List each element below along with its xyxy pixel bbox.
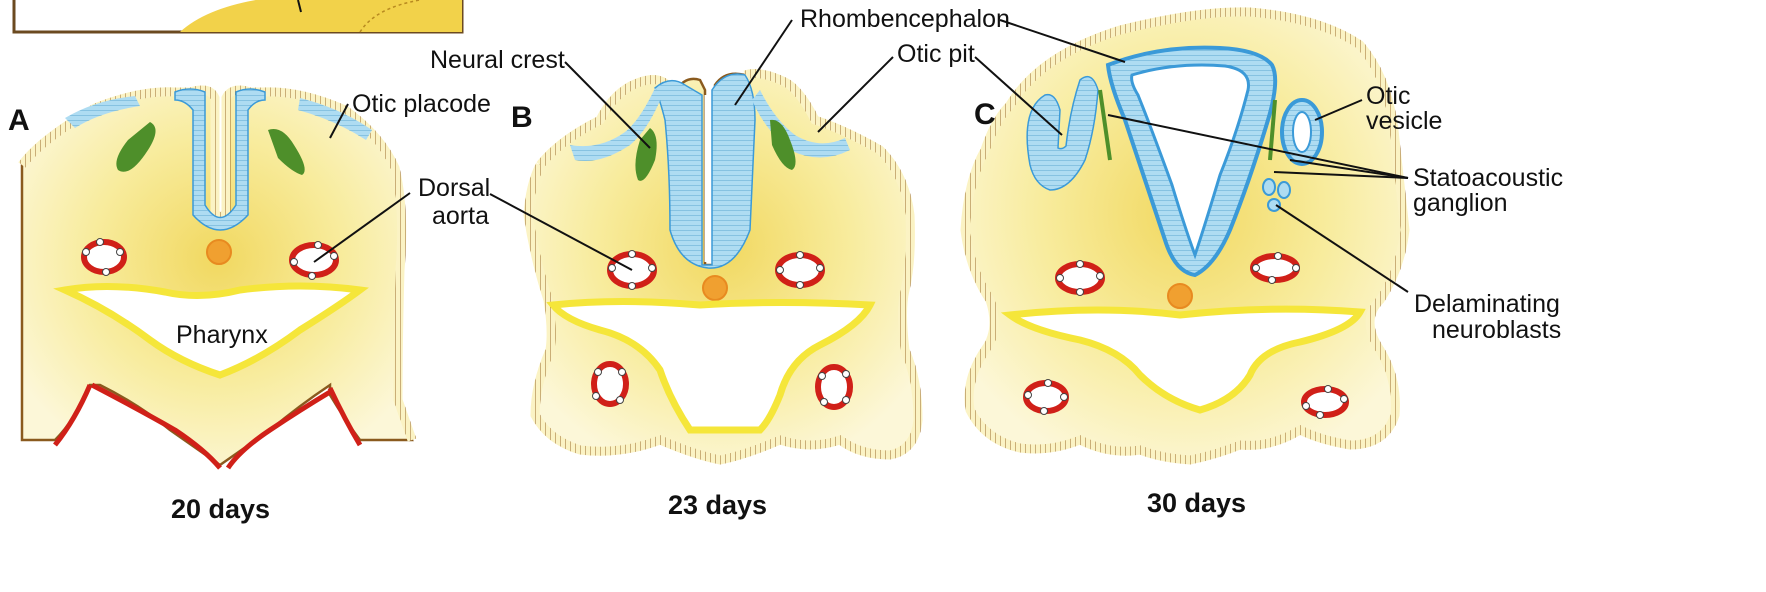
- panel-c: [965, 12, 1405, 460]
- panel-a: [22, 89, 412, 468]
- panel-b-dorsal-aorta-right: [777, 252, 824, 289]
- panel-b-notochord: [703, 276, 727, 300]
- label-statoacoustic-2: ganglion: [1413, 189, 1508, 217]
- label-otic-vesicle-1: Otic: [1366, 82, 1410, 110]
- panel-b-letter: B: [511, 101, 533, 134]
- label-rhombencephalon: Rhombencephalon: [800, 5, 1010, 33]
- label-dorsal-aorta-2: aorta: [432, 202, 489, 230]
- panel-a-age: 20 days: [171, 494, 270, 524]
- panel-b: [528, 74, 918, 460]
- label-delaminating-1: Delaminating: [1414, 290, 1560, 318]
- label-otic-placode: Otic placode: [352, 90, 491, 118]
- label-neural-crest: Neural crest: [430, 46, 565, 74]
- panel-a-letter: A: [8, 104, 30, 137]
- panel-a-notochord: [207, 240, 231, 264]
- inset-fragment: [14, 0, 462, 32]
- panel-c-arch-vessel-left: [1025, 380, 1068, 415]
- panel-a-dorsal-aorta-left: [83, 239, 125, 276]
- panel-b-arch-vessel-right: [818, 367, 850, 407]
- panel-c-dorsal-aorta-right: [1253, 253, 1300, 284]
- label-dorsal-aorta-1: Dorsal: [418, 174, 490, 202]
- panel-c-dorsal-aorta-left: [1057, 261, 1104, 296]
- label-statoacoustic-1: Statoacoustic: [1413, 164, 1563, 192]
- panel-b-age: 23 days: [668, 490, 767, 520]
- panel-c-notochord: [1168, 284, 1192, 308]
- panel-c-statoacoustic-ganglion: [1263, 179, 1275, 195]
- panel-c-delaminating-neuroblast: [1268, 199, 1280, 211]
- label-pharynx: Pharynx: [176, 321, 268, 349]
- label-otic-vesicle-2: vesicle: [1366, 107, 1442, 135]
- label-delaminating-2: neuroblasts: [1432, 316, 1561, 344]
- panel-c-letter: C: [974, 98, 996, 131]
- panel-c-arch-vessel-right: [1303, 386, 1348, 419]
- label-otic-pit: Otic pit: [897, 40, 975, 68]
- panel-c-age: 30 days: [1147, 488, 1246, 518]
- panel-b-arch-vessel-left: [593, 364, 627, 404]
